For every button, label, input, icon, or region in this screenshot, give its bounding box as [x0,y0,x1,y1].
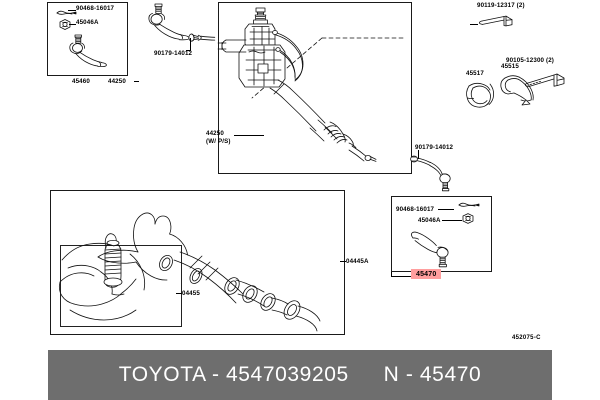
label-left-cotter-pin: 90468-16017 [76,5,115,12]
label-bracket: 45515 [501,63,519,70]
bottom-panel-artwork [50,190,345,335]
upper-bolt-artwork [476,8,532,34]
steering-gear-artwork [218,2,412,174]
label-right-castle-nut: 45046A [418,217,441,224]
caption-group-prefix: N [383,363,400,386]
label-lower-bolt: 90105-12300 (2) [506,57,555,64]
label-boot-detail: 04455 [182,290,200,297]
left-inset-frame [47,2,128,76]
leader-rack-boot-clamp-left [134,81,139,82]
label-upper-bolt: 90119-12317 (2) [477,2,525,9]
caption-separator: - [211,363,220,386]
right-outer-tie-rod-artwork [405,146,477,196]
main-panel-frame [218,2,412,174]
label-grommet: 45517 [466,70,484,77]
label-rack-boot-kit: 04445A [346,258,369,265]
leader-highlight-h [391,276,413,277]
leader-left-cotter-pin [68,10,76,11]
left-inset-artwork [47,2,128,76]
bottom-detail-inset-frame [60,245,182,327]
leader-power-steering-gear [234,135,264,136]
label-right-cotter-pin: 90468-16017 [396,206,435,213]
highlighted-part-number[interactable]: 45470 [411,269,442,279]
bracket-artwork [497,68,541,110]
label-rack-boot-clamp-left: 44250 [108,78,126,85]
leader-rack-end-nut-left-h [186,50,191,51]
caption-brand: TOYOTA [118,363,206,386]
caption-text: TOYOTA - 4547039205 N - 45470 [119,363,482,387]
caption-bar: TOYOTA - 4547039205 N - 45470 [48,350,552,400]
grommet-artwork [463,78,497,112]
caption-part-number: 4547039205 [226,363,349,386]
leader-rack-end-nut-right-v [418,150,419,159]
label-power-steering-gear: 44250 (W/ P/S) [206,130,231,147]
caption-group-number: 45470 [419,363,482,386]
bottom-panel-frame [50,190,345,335]
leader-rack-boot-kit [340,261,346,262]
caption-group-separator: - [405,363,414,386]
right-inset-frame [391,196,492,272]
leader-upper-bolt [470,24,478,25]
label-power-steering-gear-note: (W/ P/S) [206,138,231,146]
label-rack-end-nut-left: 90179-14012 [154,50,193,57]
label-tie-rod-end-lh: 45460 [72,78,90,85]
leader-left-castle-nut [69,24,76,25]
label-left-castle-nut: 45046A [76,19,99,26]
diagram-code: 452075-C [512,335,541,341]
lower-bolt-artwork [522,66,578,94]
leader-rack-end-nut-left-v [190,38,191,50]
leader-right-cotter-pin [438,209,454,210]
label-power-steering-gear-number: 44250 [206,130,224,137]
right-inset-artwork [391,196,492,272]
leader-boot-detail [176,293,182,294]
left-outer-tie-rod-artwork [128,0,218,80]
label-rack-end-nut-right: 90179-14012 [415,144,454,151]
leader-highlight-v [391,272,392,277]
leader-right-castle-nut [442,220,462,221]
